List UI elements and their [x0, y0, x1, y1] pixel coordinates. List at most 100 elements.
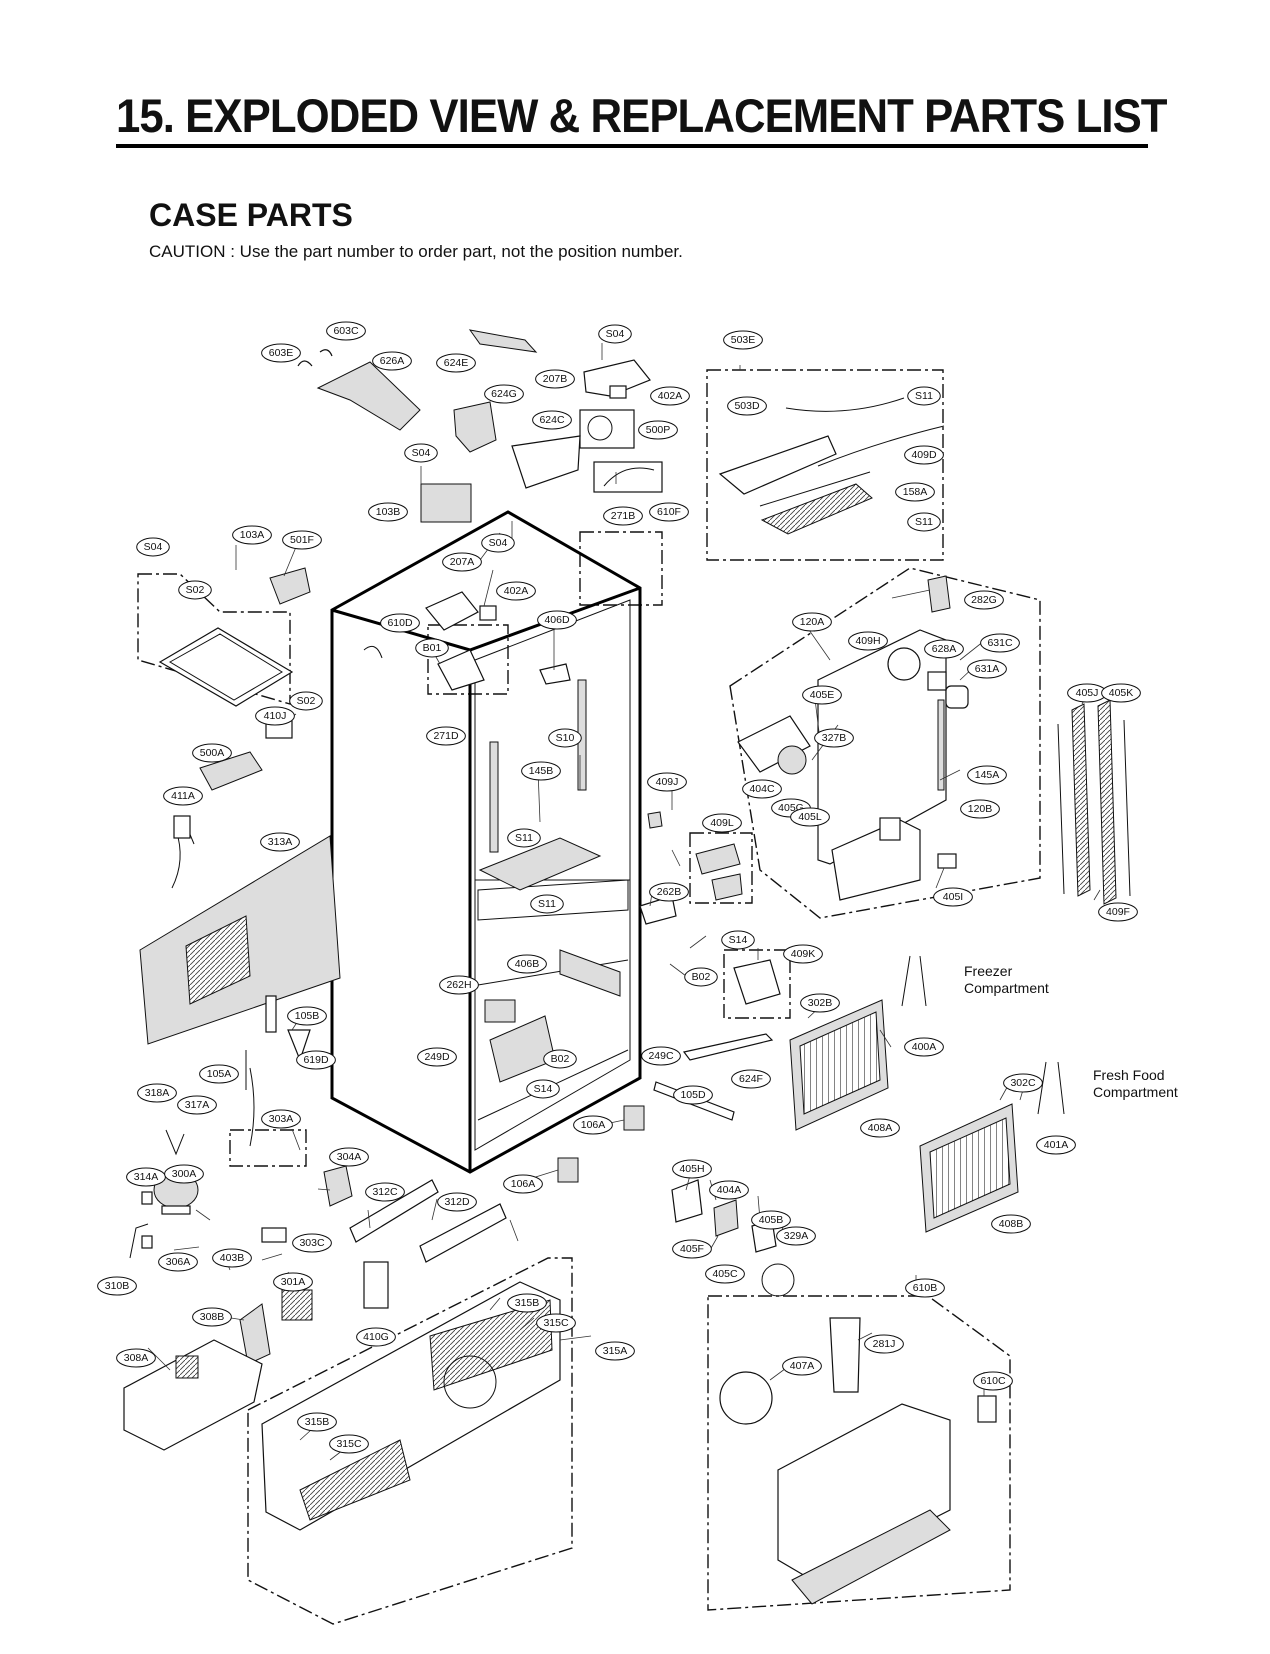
callout-624c-11: 624C [532, 410, 572, 430]
callout-406b-62: 406B [507, 954, 547, 974]
callout-text: 281J [873, 1338, 896, 1350]
callout-text: 120B [968, 803, 993, 815]
callout-text: 610B [913, 1282, 938, 1294]
callout-text: 503D [734, 400, 760, 412]
callout-408b-91: 408B [991, 1214, 1031, 1234]
callout-text: 310B [105, 1280, 130, 1292]
callout-619d-72: 619D [296, 1050, 336, 1070]
callout-text: 405B [759, 1214, 784, 1226]
callout-text: 271D [433, 730, 459, 742]
freezer-note-line-1: Freezer [964, 963, 1013, 979]
callout-631a-35: 631A [967, 659, 1007, 679]
callout-text: S02 [297, 695, 316, 707]
callout-text: 402A [658, 390, 683, 402]
callout-302c-75: 302C [1003, 1073, 1043, 1093]
callout-text: 624C [539, 414, 565, 426]
callout-text: 308A [124, 1352, 149, 1364]
callout-text: S14 [534, 1083, 553, 1095]
parts [123, 329, 1131, 1605]
callout-145a-47: 145A [967, 765, 1007, 785]
callout-text: 145B [529, 765, 554, 777]
callout-text: S14 [729, 934, 748, 946]
callout-624g-8: 624G [484, 384, 524, 404]
callout-text: 315C [336, 1438, 362, 1450]
callout-403b-96: 403B [212, 1248, 252, 1268]
callout-text: 313A [268, 836, 293, 848]
callout-405i-58: 405I [933, 887, 973, 907]
callout-s11-55: S11 [507, 828, 541, 848]
callout-text: 406B [515, 958, 540, 970]
callout-106a-88: 106A [503, 1174, 543, 1194]
callout-text: S04 [144, 541, 163, 553]
callout-text: 312C [372, 1186, 398, 1198]
callout-text: 304A [337, 1151, 362, 1163]
callout-s11-10: S11 [907, 386, 941, 406]
callout-314a-86: 314A [126, 1167, 166, 1187]
callout-103b-16: 103B [368, 502, 408, 522]
callout-text: 619D [303, 1054, 329, 1066]
callout-315b-102: 315B [507, 1293, 547, 1313]
callout-text: 282G [971, 594, 997, 606]
callout-282g-30: 282G [964, 590, 1004, 610]
callout-105b-67: 105B [287, 1006, 327, 1026]
callout-text: 207A [450, 556, 475, 568]
callout-329a-93: 329A [776, 1226, 816, 1246]
callout-text: 408A [868, 1122, 893, 1134]
callout-409k-61: 409K [783, 944, 823, 964]
callout-409j-46: 409J [647, 772, 687, 792]
callout-626a-2: 626A [372, 351, 412, 371]
callout-631c-34: 631C [980, 633, 1020, 653]
callout-text: 315C [543, 1317, 569, 1329]
callout-145b-45: 145B [521, 761, 561, 781]
callout-249d-69: 249D [417, 1047, 457, 1067]
callout-text: 405J [1076, 687, 1099, 699]
callout-text: 405K [1109, 687, 1134, 699]
callout-text: B02 [692, 971, 711, 983]
callout-text: 105A [207, 1068, 232, 1080]
callout-500p-12: 500P [638, 420, 678, 440]
callout-610f-15: 610F [649, 502, 689, 522]
callout-318a-76: 318A [137, 1083, 177, 1103]
callout-304a-83: 304A [329, 1147, 369, 1167]
callout-text: 406D [544, 614, 570, 626]
callout-text: 327B [822, 732, 847, 744]
callout-315b-111: 315B [297, 1412, 337, 1432]
callout-text: 407A [790, 1360, 815, 1372]
callout-317a-79: 317A [177, 1095, 217, 1115]
callout-405f-97: 405F [672, 1239, 712, 1259]
callout-308b-103: 308B [192, 1307, 232, 1327]
callout-text: 405C [712, 1268, 738, 1280]
callout-b02-63: B02 [684, 967, 718, 987]
callout-503e-5: 503E [723, 330, 763, 350]
callout-s04-13: S04 [404, 443, 438, 463]
callout-624f-74: 624F [731, 1069, 771, 1089]
callout-text: 400A [912, 1041, 937, 1053]
callout-402a-26: 402A [496, 581, 536, 601]
callout-text: 262H [446, 979, 471, 991]
callout-120b-52: 120B [960, 799, 1000, 819]
callout-249c-71: 249C [641, 1046, 681, 1066]
callout-405e-36: 405E [802, 685, 842, 705]
fresh-food-note-line-2: Compartment [1093, 1084, 1178, 1100]
caution-note: CAUTION : Use the part number to order p… [149, 242, 683, 261]
callout-281j-106: 281J [864, 1334, 904, 1354]
freezer-note-line-2: Compartment [964, 980, 1049, 996]
group-boundaries [137, 369, 1041, 1625]
callout-503d-9: 503D [727, 396, 767, 416]
callout-408a-113: 408A [860, 1118, 900, 1138]
callout-410g-107: 410G [356, 1327, 396, 1347]
callout-501f-22: 501F [282, 530, 322, 550]
callout-310b-99: 310B [97, 1276, 137, 1296]
callout-500a-44: 500A [192, 743, 232, 763]
callout-text: S04 [489, 537, 508, 549]
callout-s14-60: S14 [721, 930, 755, 950]
callout-406d-27: 406D [537, 610, 577, 630]
callout-text: 302B [808, 997, 833, 1009]
callout-b01-29: B01 [415, 638, 449, 658]
callout-text: 303A [269, 1113, 294, 1125]
callout-text: 300A [172, 1168, 197, 1180]
callout-text: S11 [515, 832, 533, 844]
callout-105a-73: 105A [199, 1064, 239, 1084]
callout-text: 603E [269, 347, 294, 359]
callout-405l-51: 405L [790, 807, 830, 827]
